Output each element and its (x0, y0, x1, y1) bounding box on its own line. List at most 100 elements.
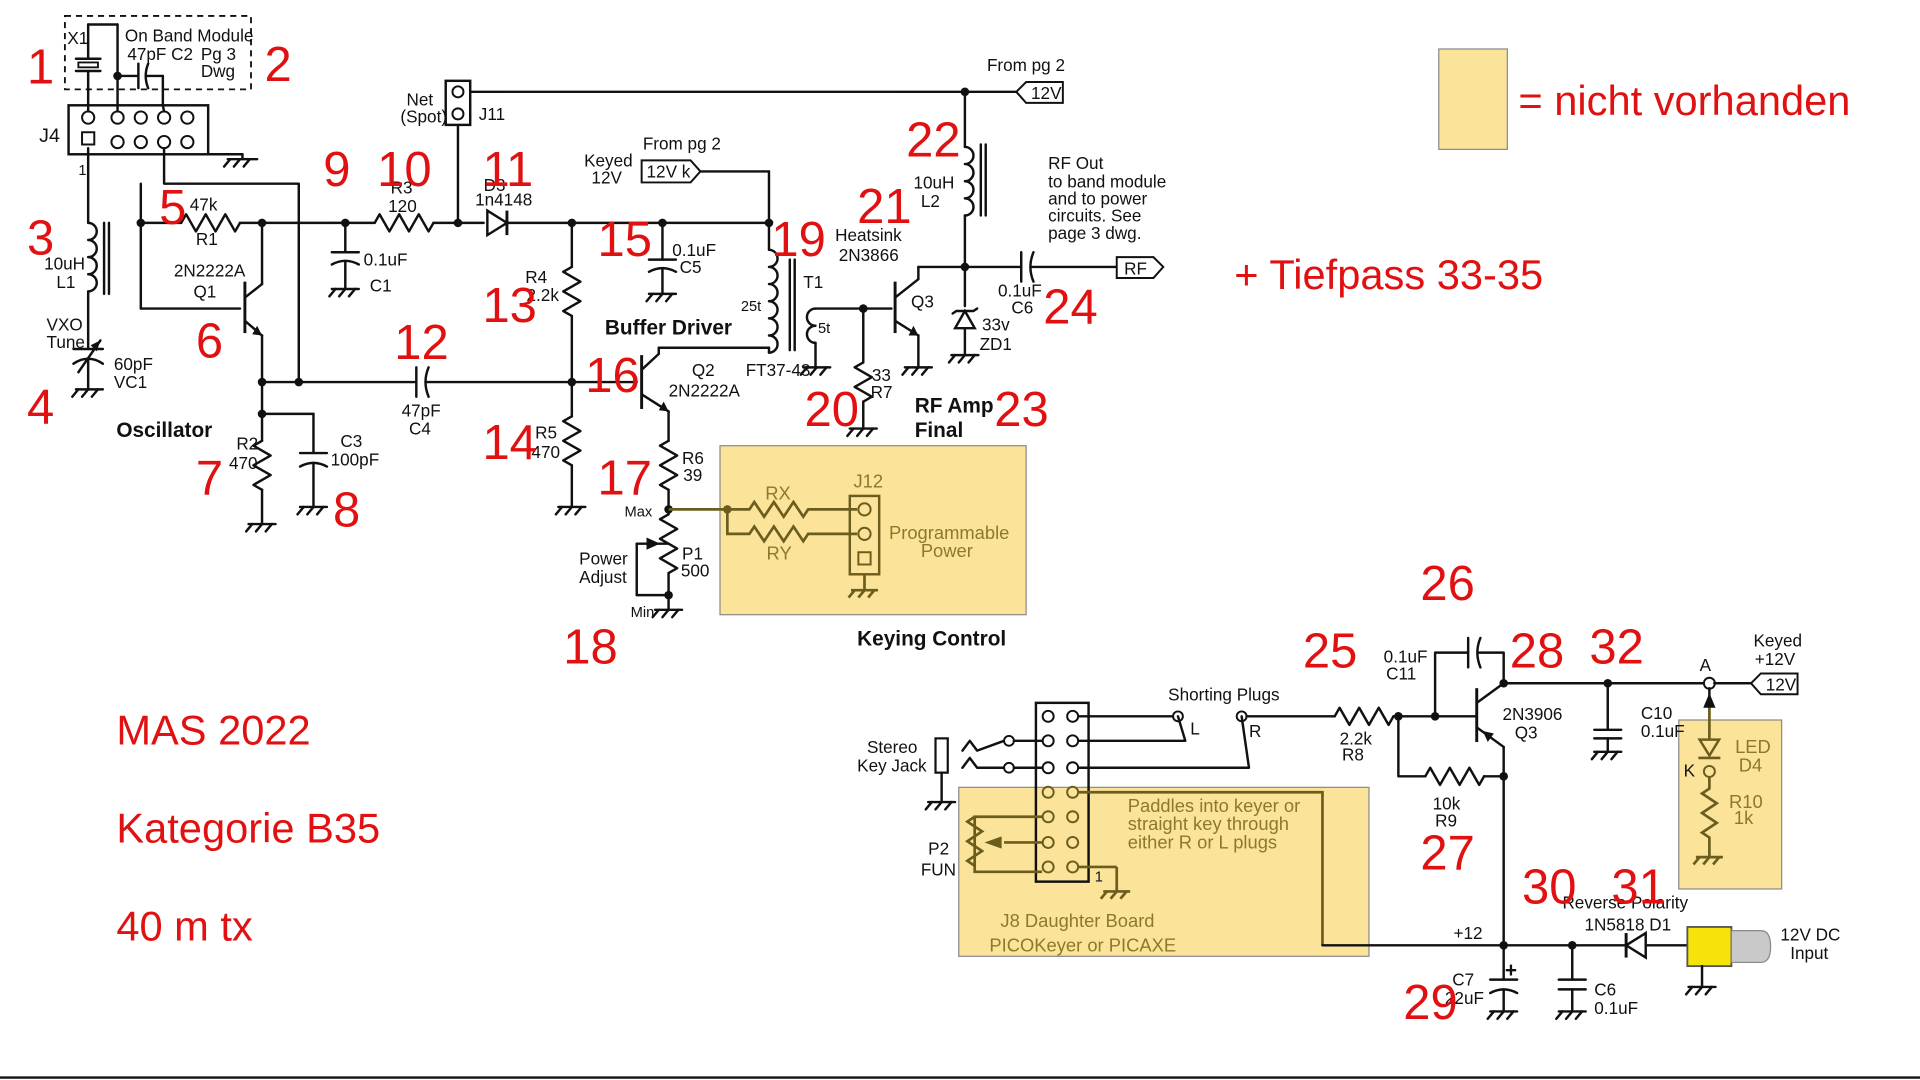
label-t1: T1 (803, 272, 823, 292)
marker-30: 30 (1522, 861, 1576, 915)
note-category: Kategorie B35 (116, 804, 380, 851)
marker-7: 7 (196, 452, 223, 506)
header-block-j8 (1012, 701, 1090, 883)
marker-20: 20 (804, 383, 858, 437)
marker-6: 6 (196, 315, 223, 369)
marker-21: 21 (857, 180, 911, 234)
label-from-pg2-a: From pg 2 (643, 133, 721, 153)
label-r6: R6 (682, 448, 704, 468)
marker-13: 13 (482, 279, 536, 333)
variable-capacitor-vc1 (71, 339, 105, 398)
resistor-r9 (1424, 766, 1486, 787)
label-shorting-plugs: Shorting Plugs (1168, 684, 1279, 704)
label-paddles-2: straight key through (1128, 813, 1289, 834)
label-x1: X1 (67, 28, 88, 48)
transistor-q3 (893, 265, 967, 376)
marker-5: 5 (159, 181, 186, 235)
resistor-r10 (1699, 776, 1720, 858)
legend-text: = nicht vorhanden (1518, 77, 1850, 124)
label-c10: C10 (1641, 703, 1672, 723)
legend-swatch (1438, 48, 1508, 150)
label-c6: C6 (1011, 297, 1033, 317)
label-rf-out-5: page 3 dwg. (1048, 223, 1141, 243)
label-c2: 47pF C2 (127, 44, 193, 64)
ground-r2 (244, 522, 277, 533)
label-q3b-type: 2N3906 (1502, 704, 1562, 724)
transformer-t1 (767, 248, 865, 376)
marker-14: 14 (482, 416, 536, 470)
label-keyed2-12v: +12V (1755, 649, 1796, 669)
resistor-r3 (373, 213, 435, 233)
ground-r7 (846, 427, 878, 438)
label-j4: J4 (39, 125, 60, 147)
label-keyed: Keyed (584, 151, 633, 171)
marker-4: 4 (27, 381, 54, 435)
label-net: Net (407, 89, 434, 109)
label-from-pg2-b: From pg 2 (987, 55, 1065, 75)
label-tune: Tune (47, 332, 85, 352)
label-rf-out-1: RF Out (1048, 153, 1103, 173)
label-d3: D3 (484, 175, 506, 195)
label-heatsink: Heatsink (835, 225, 902, 245)
label-c11-val: 0.1uF (1384, 646, 1428, 666)
label-q2-type: 2N2222A (669, 381, 741, 401)
label-l1-val: 10uH (44, 253, 85, 273)
marker-9: 9 (323, 143, 350, 197)
label-tag-12v-top: 12V (1031, 83, 1062, 103)
label-j8-pin: 1 (1095, 870, 1103, 886)
label-r2-val: 470 (229, 453, 258, 473)
label-c5: C5 (680, 257, 702, 277)
marker-11: 11 (482, 143, 533, 197)
resistor-r2 (252, 439, 272, 492)
label-r5-val: 470 (531, 442, 560, 462)
note-band: 40 m tx (116, 902, 253, 949)
header-keying-control: Keying Control (857, 627, 1006, 650)
marker-16: 16 (585, 349, 639, 403)
label-r2: R2 (236, 433, 258, 453)
connector-j12 (847, 494, 881, 599)
resistor-r7 (853, 361, 874, 403)
marker-12: 12 (394, 316, 448, 370)
label-c7-val: 22uF (1445, 988, 1484, 1008)
label-reverse-polarity: Reverse Polarity (1562, 893, 1688, 913)
label-tag-rf: RF (1124, 258, 1147, 278)
label-q3: Q3 (911, 291, 934, 311)
label-r3-val: 120 (388, 196, 417, 216)
label-r9: R9 (1435, 811, 1457, 831)
tag-12v-keyed (1749, 672, 1799, 696)
label-pg3: Pg 3 (201, 44, 236, 64)
marker-15: 15 (598, 213, 652, 267)
label-ry: RY (767, 543, 792, 564)
label-c3: C3 (340, 431, 362, 451)
marker-8: 8 (333, 484, 360, 538)
label-c1: C1 (370, 275, 392, 295)
label-r4: R4 (525, 267, 547, 287)
label-c3-val: 100pF (331, 449, 380, 469)
on-band-module-box (63, 15, 252, 91)
led-d4 (1697, 738, 1722, 778)
tag-12vk (640, 159, 702, 184)
marker-31: 31 (1611, 861, 1665, 915)
label-r8-val: 2.2k (1340, 728, 1373, 748)
label-r9-val: 10k (1433, 793, 1461, 813)
label-r8: R8 (1342, 744, 1364, 764)
label-key-jack: Key Jack (857, 755, 927, 775)
label-power2: Power (921, 540, 973, 561)
label-rf-out-3: and to power (1048, 188, 1147, 208)
dc-input-jack (1684, 926, 1772, 996)
label-j8: J8 Daughter Board (1000, 910, 1154, 931)
header-final: Final (915, 419, 964, 442)
marker-28: 28 (1510, 624, 1564, 678)
label-p2: P2 (928, 839, 949, 859)
marker-1: 1 (27, 40, 54, 94)
label-r3: R3 (391, 177, 413, 197)
label-c5-val: 0.1uF (672, 240, 716, 260)
label-dc-in-2: Input (1790, 943, 1828, 963)
diode-d3 (486, 208, 510, 238)
label-vc1: VC1 (114, 372, 147, 392)
label-c6-val: 0.1uF (998, 280, 1042, 300)
label-r7: R7 (871, 382, 893, 402)
marker-10: 10 (377, 143, 431, 197)
label-r5: R5 (535, 422, 557, 442)
capacitor-c2 (113, 62, 165, 107)
